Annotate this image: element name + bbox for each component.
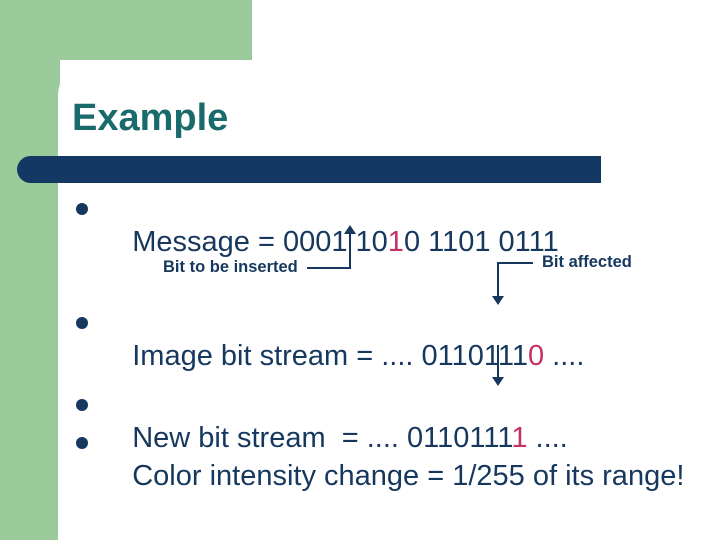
bullet-dot (76, 399, 88, 411)
image-stream-suffix: .... (544, 340, 585, 372)
new-stream-highlight-bit: 1 (511, 422, 528, 454)
image-stream-highlight-bit: 0 (527, 340, 545, 372)
bit-change-arrow-vertical (497, 345, 499, 377)
slide-title: Example (72, 97, 229, 139)
callout-bit-affected: Bit affected (542, 253, 632, 271)
bit-affected-arrow-vertical (497, 262, 499, 296)
content-card (58, 60, 720, 540)
green-top-band (0, 0, 252, 60)
color-intensity-text: Color intensity change = 1/255 of its ra… (132, 460, 685, 492)
bullet-dot (76, 203, 88, 215)
bullet-item-image-stream: Image bit stream = .... 01101110 .... (100, 307, 584, 406)
image-stream-prefix: Image bit stream = .... 0110111 (132, 340, 528, 372)
bullet-item-message: Message = 0001 1010 1101 0111 (100, 193, 559, 292)
arrowhead-down-icon (492, 296, 504, 305)
new-stream-prefix: New bit stream = .... 0110111 (132, 422, 512, 454)
message-text-suffix: 0 1101 0111 (403, 226, 559, 258)
bit-inserted-arrow-vertical (349, 234, 351, 269)
bit-affected-arrow-horizontal (497, 262, 533, 264)
bullet-dot (76, 437, 88, 449)
green-sidebar (0, 0, 60, 540)
bit-inserted-arrow-horizontal (307, 267, 351, 269)
title-underline-bar (17, 156, 601, 183)
bullet-item-new-stream: New bit stream = .... 01101111 .... (100, 389, 568, 488)
bullet-item-color-intensity: Color intensity change = 1/255 of its ra… (100, 427, 684, 526)
message-highlight-bit: 1 (387, 226, 404, 258)
callout-bit-to-be-inserted: Bit to be inserted (163, 258, 298, 276)
arrowhead-down-icon (492, 377, 504, 386)
bullet-dot (76, 317, 88, 329)
arrowhead-up-icon (344, 225, 356, 234)
message-text-prefix: Message = 0001 10 (132, 226, 388, 258)
new-stream-suffix: .... (527, 422, 568, 454)
